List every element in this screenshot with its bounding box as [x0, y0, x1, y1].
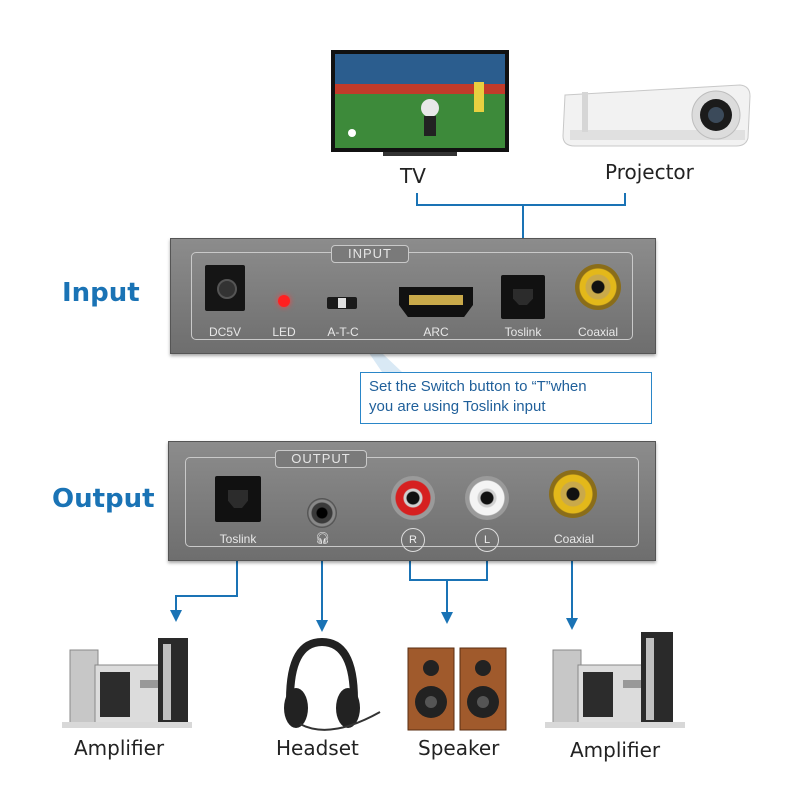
speaker-pair-image [407, 647, 507, 731]
callout-line-2: you are using Toslink input [369, 398, 546, 415]
headphone-icon: 🎧︎ [315, 531, 331, 545]
headset-image [284, 637, 381, 731]
input-panel-tag: INPUT [331, 245, 409, 263]
input-panel-frame [191, 252, 633, 340]
output-panel: OUTPUT Toslink 🎧︎ R L Coaxial [168, 441, 656, 561]
projector-image [562, 84, 751, 147]
headphone-jack [307, 498, 337, 528]
rca-left-port [465, 476, 509, 520]
input-panel: INPUT DC5V LED A-T-C ARC Toslink Coaxial [170, 238, 656, 354]
coaxial-output-port [549, 470, 597, 518]
rca-right-port [391, 476, 435, 520]
output-section-title: Output [52, 484, 155, 514]
toslink-output-label: Toslink [219, 532, 257, 546]
coaxial-input-label: Coaxial [577, 325, 619, 339]
projector-label: Projector [605, 160, 694, 184]
hdmi-arc-port [399, 287, 473, 317]
led-indicator [278, 295, 290, 307]
input-section-title: Input [62, 278, 140, 308]
output-arrows [170, 610, 578, 632]
amplifier-left-label: Amplifier [74, 736, 165, 760]
dc-port-label: DC5V [208, 325, 241, 339]
callout-line-1: Set the Switch button to “T”when [369, 378, 587, 395]
arc-port-label: ARC [423, 325, 449, 339]
amplifier-left-image [62, 638, 192, 728]
toslink-input-label: Toslink [504, 325, 542, 339]
tv-image [331, 50, 509, 156]
speaker-label: Speaker [418, 736, 500, 760]
dc-power-jack [205, 265, 245, 311]
tv-label: TV [400, 164, 426, 188]
headset-label: Headset [276, 736, 359, 760]
rca-right-label: R [401, 528, 425, 552]
switch-instruction-callout: Set the Switch button to “T”when you are… [360, 372, 652, 424]
switch-label: A-T-C [327, 325, 359, 339]
rca-left-label: L [475, 528, 499, 552]
output-panel-tag: OUTPUT [275, 450, 367, 468]
coaxial-output-label: Coaxial [553, 532, 595, 546]
mode-switch[interactable] [327, 297, 357, 309]
led-label: LED [272, 325, 296, 339]
toslink-input-port [501, 275, 545, 319]
amplifier-right-label: Amplifier [570, 738, 661, 762]
amplifier-right-image [545, 632, 685, 728]
coaxial-input-port [575, 264, 621, 310]
toslink-output-port [215, 476, 261, 522]
